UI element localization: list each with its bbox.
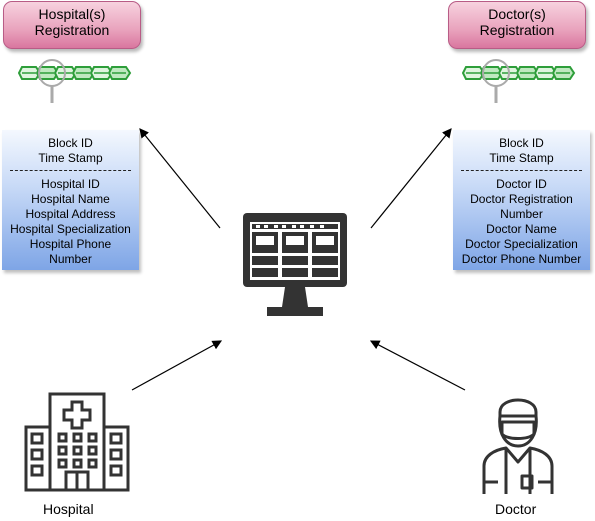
doctor-field: Doctor Phone Number [461, 252, 582, 266]
doctor-registration-box: Doctor(s) Registration [448, 1, 586, 49]
doctor-icon [476, 390, 560, 501]
arrow-from-doctor [369, 340, 466, 391]
doctor-caption: Doctor [495, 501, 537, 517]
hospital-field: Number [49, 252, 92, 266]
arrow-to-doctor-block [370, 128, 452, 229]
doctor-field: Doctor ID [496, 177, 547, 191]
doctor-field: Doctor Registration [470, 192, 573, 206]
hospital-field: Hospital Address [25, 207, 116, 221]
hospital-field: Hospital Name [31, 192, 110, 206]
hospital-registration-box: Hospital(s) Registration [3, 1, 141, 49]
time-stamp-label: Time Stamp [38, 151, 103, 165]
dashed-divider [461, 170, 582, 171]
hospital-registration-line2: Registration [34, 22, 110, 38]
doctor-field: Doctor Name [486, 222, 557, 236]
computer-monitor-icon [240, 211, 350, 326]
hospital-field: Hospital ID [41, 177, 100, 191]
blockchain-icon [462, 59, 576, 103]
doctor-block-details: Block ID Time Stamp Doctor ID Doctor Reg… [453, 130, 590, 270]
hospital-caption: Hospital [43, 501, 94, 517]
doctor-field: Doctor Specialization [465, 237, 578, 251]
doctor-registration-line1: Doctor(s) [488, 6, 546, 22]
hospital-field: Hospital Specialization [10, 222, 131, 236]
doctor-field: Number [500, 207, 543, 221]
block-id-label: Block ID [48, 136, 93, 150]
blockchain-icon [18, 59, 132, 103]
block-id-label: Block ID [499, 136, 544, 150]
hospital-building-icon [24, 392, 130, 499]
doctor-registration-line2: Registration [479, 22, 555, 38]
dashed-divider [10, 170, 131, 171]
arrow-from-hospital [131, 340, 223, 391]
time-stamp-label: Time Stamp [489, 151, 554, 165]
hospital-block-details: Block ID Time Stamp Hospital ID Hospital… [2, 130, 139, 270]
hospital-registration-line1: Hospital(s) [38, 6, 106, 22]
arrow-to-hospital-block [139, 128, 221, 229]
hospital-field: Hospital Phone [29, 237, 112, 251]
